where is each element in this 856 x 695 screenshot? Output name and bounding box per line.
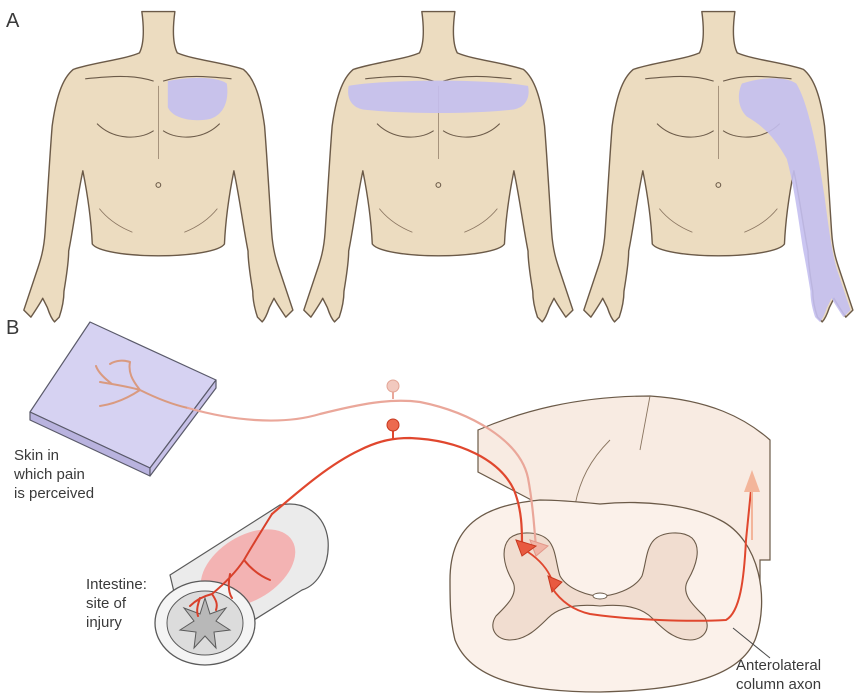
skin-label-line-2: which pain — [13, 466, 85, 483]
spinal-cord — [450, 396, 770, 692]
cutaneous-ganglion-cell — [387, 380, 399, 392]
visceral-ganglion-cell — [387, 419, 399, 431]
panel-label-b: B — [6, 317, 19, 339]
intestine-label-line-3: injury — [86, 614, 122, 631]
skin-label-line-3: is perceived — [14, 485, 94, 502]
axon-label-line-1: Anterolateral — [736, 657, 821, 674]
referred-pain-region-chest — [168, 78, 228, 120]
referred-pain-region-band — [348, 81, 529, 113]
skin-label-line-1: Skin in — [14, 447, 59, 464]
skin-label: Skin in which pain is perceived — [13, 447, 94, 502]
intestine-label-line-1: Intestine: — [86, 576, 147, 593]
central-canal — [593, 593, 607, 599]
panel-label-a: A — [6, 10, 20, 32]
torso-2 — [304, 12, 573, 322]
intestine — [155, 504, 328, 665]
intestine-label: Intestine: site of injury — [86, 576, 151, 631]
axon-label-line-2: column axon — [736, 676, 821, 693]
torso-1 — [24, 12, 293, 322]
torso-3 — [584, 12, 853, 322]
axon-label: Anterolateral column axon — [736, 657, 825, 693]
intestine-label-line-2: site of — [86, 595, 127, 612]
